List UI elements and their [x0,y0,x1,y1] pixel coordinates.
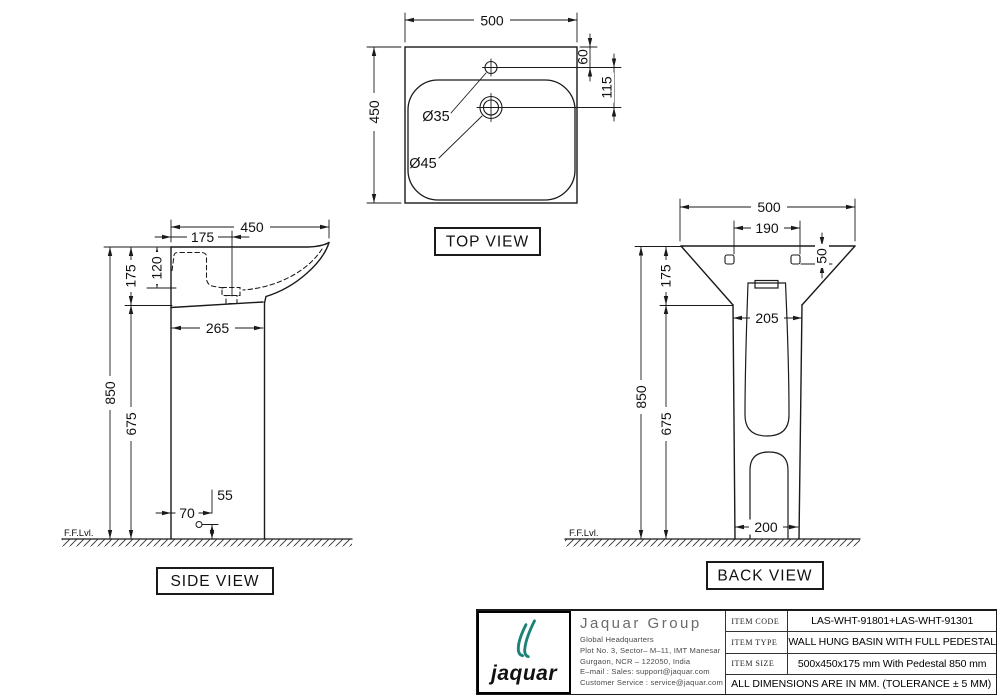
floor-hatch [565,539,860,547]
item-table: ITEM CODE LAS-WHT-91801+LAS-WHT-91301 IT… [726,611,996,694]
svg-text:450: 450 [240,219,264,235]
ffl-label-back: F.F.Lvl. [569,528,599,539]
svg-text:850: 850 [102,381,118,405]
floor-line-back: F.F.Lvl. [564,528,861,547]
jaquar-wordmark: jaquar [488,662,558,685]
dimensions-note: ALL DIMENSIONS ARE IN MM. (TOLERANCE ± 5… [731,678,992,691]
svg-text:190: 190 [755,220,779,236]
item-size-label: ITEM SIZE [726,653,789,674]
jaquar-logo-mark [516,618,536,658]
dim-faucet-to-overflow: 115 [502,53,622,122]
svg-text:50: 50 [814,248,830,264]
dim-side-under-basin: 675 [123,304,139,540]
svg-text:265: 265 [206,320,230,336]
side-fixing-hole [195,521,203,528]
address-line: Plot No. 3, Sector– M–11, IMT Manesar [580,645,721,655]
address-line: E–mail : Sales: support@jaquar.com [580,667,710,677]
dim-pedestal-top-width: 205 [732,310,803,326]
svg-text:SIDE VIEW: SIDE VIEW [170,573,259,590]
item-size-value: 500x450x175 mm With Pedestal 850 mm [797,657,987,670]
svg-text:450: 450 [366,100,382,124]
drawing-views: 500 450 60 [61,12,861,595]
dim-faucet-from-wall: 175 [154,229,250,297]
table-row-item-size: ITEM SIZE 500x450x175 mm With Pedestal 8… [726,653,996,675]
svg-text:TOP VIEW: TOP VIEW [446,234,529,251]
svg-text:175: 175 [658,264,674,288]
dim-top-overall-depth: 450 [366,46,402,204]
jaquar-logo: jaquar [477,611,571,694]
basin-outline-top [404,46,578,204]
item-type-value: WALL HUNG BASIN WITH FULL PEDESTAL [788,636,996,649]
title-block: jaquar Jaquar Group Global Headquarters … [476,609,997,695]
bowl-outline-top [407,79,576,201]
dim-side-depth: 450 [170,219,330,243]
table-row-item-code: ITEM CODE LAS-WHT-91801+LAS-WHT-91301 [726,611,996,633]
address-line: Customer Service : service@jaquar.com [580,678,723,688]
company-info: Jaquar Group Global Headquarters Plot No… [571,611,727,694]
floor-hatch [62,539,352,547]
svg-text:675: 675 [658,412,674,436]
address-line: Gurgaon, NCR – 122050, India [580,656,691,666]
svg-text:120: 120 [149,256,165,280]
svg-text:205: 205 [755,310,779,326]
dim-back-overall-width: 500 [679,198,856,242]
svg-text:BACK VIEW: BACK VIEW [717,568,812,585]
dim-side-overall-height: 850 [102,246,118,540]
ffl-label-side: F.F.Lvl. [64,528,94,539]
dim-side-basin-height: 175 [103,246,173,306]
fixing-holes-back [724,254,801,265]
dim-back-basin-height: 175 [634,246,734,306]
svg-text:Ø45: Ø45 [409,156,436,172]
item-code-label: ITEM CODE [726,611,789,632]
item-code-value: LAS-WHT-91801+LAS-WHT-91301 [811,615,974,628]
svg-text:175: 175 [123,264,139,288]
address-line: Global Headquarters [580,635,654,644]
side-view-label-box: SIDE VIEW [156,567,274,595]
svg-text:500: 500 [480,13,504,29]
top-view-label-box: TOP VIEW [434,227,541,256]
dim-fixing-hole-spacing: 190 [733,220,801,255]
dim-top-overall-width: 500 [404,12,578,43]
floor-line-side: F.F.Lvl. [61,528,353,547]
svg-text:500: 500 [757,199,781,215]
side-view: F.F.Lvl. 450 175 120 [61,219,353,595]
dim-fixing-hole-from-top: 50 [800,232,833,279]
dim-back-overall-height: 850 [633,246,649,540]
back-view: F.F.Lvl. 500 190 50 [564,198,861,590]
svg-text:675: 675 [123,412,139,436]
basin-outline-back [680,245,856,540]
company-name: Jaquar Group [580,615,702,632]
table-row-item-type: ITEM TYPE WALL HUNG BASIN WITH FULL PEDE… [726,632,996,654]
svg-text:850: 850 [633,385,649,409]
label-overflow-dia: Ø45 [409,115,483,172]
faucet-hole [482,58,500,77]
item-type-label: ITEM TYPE [726,632,789,653]
basin-profile-side [170,241,330,540]
dim-pedestal-base-width: 200 [734,519,799,535]
svg-text:55: 55 [217,487,233,503]
svg-text:175: 175 [191,229,215,245]
dim-hole-height: 55 [201,487,233,540]
svg-text:200: 200 [754,519,778,535]
label-faucet-dia: Ø35 [422,72,487,125]
company-address: Global Headquarters Plot No. 3, Sector– … [580,635,723,689]
svg-text:60: 60 [575,49,591,65]
dim-pedestal-depth: 265 [171,320,264,336]
svg-text:70: 70 [179,505,195,521]
overflow-hole [476,93,506,122]
back-view-label-box: BACK VIEW [706,561,824,590]
dim-bowl-depth: 120 [146,246,177,289]
dim-hole-from-wall: 70 [155,505,213,521]
dim-back-under-basin: 675 [658,304,674,540]
svg-text:jaquar: jaquar [488,662,558,685]
svg-text:115: 115 [599,76,615,99]
top-view: 500 450 60 [366,12,622,256]
pedestal-back-cutouts [744,279,790,540]
svg-text:Ø35: Ø35 [422,109,449,125]
dim-faucet-from-edge: 60 [497,33,622,82]
hidden-lines-side [171,248,323,305]
